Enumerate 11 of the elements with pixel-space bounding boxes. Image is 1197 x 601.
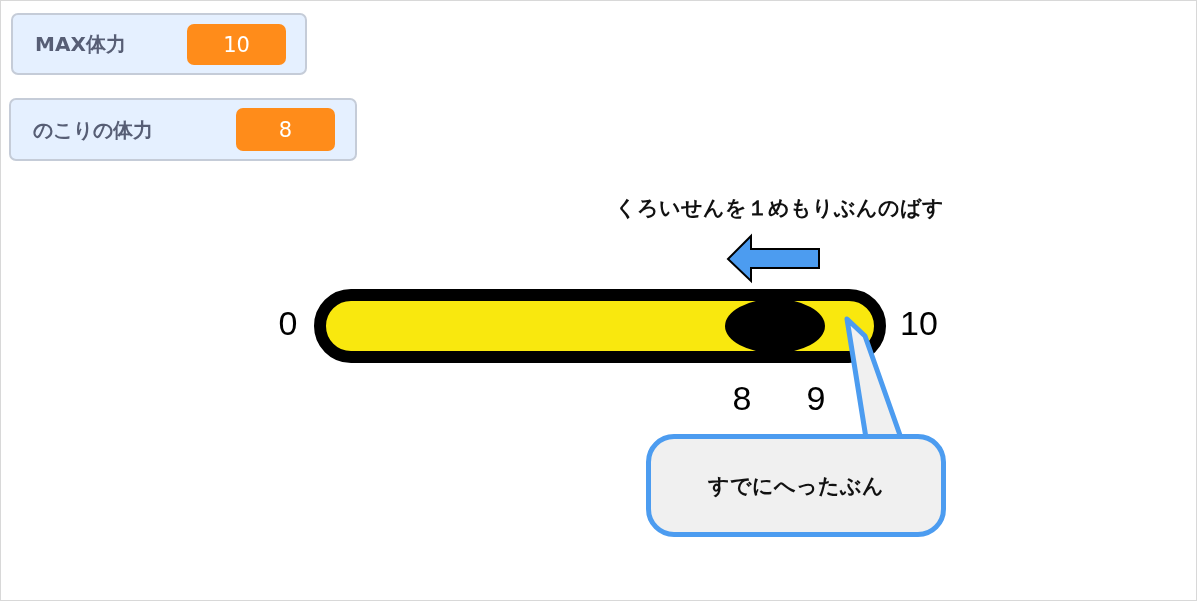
instruction-text: くろいせんを１めもりぶんのばす [614,195,944,222]
value-badge: 8 [236,108,335,151]
scale-number: 10 [900,303,938,343]
scale-number: 0 [278,303,298,343]
variable-name: のこりの体力 [33,116,153,143]
scale-number: 9 [806,378,826,418]
variable-monitor [11,13,307,75]
value-badge: 10 [187,24,286,65]
variable-monitor [9,98,357,161]
variable-name: MAX体力 [35,30,126,58]
scale-number: 8 [732,378,752,418]
